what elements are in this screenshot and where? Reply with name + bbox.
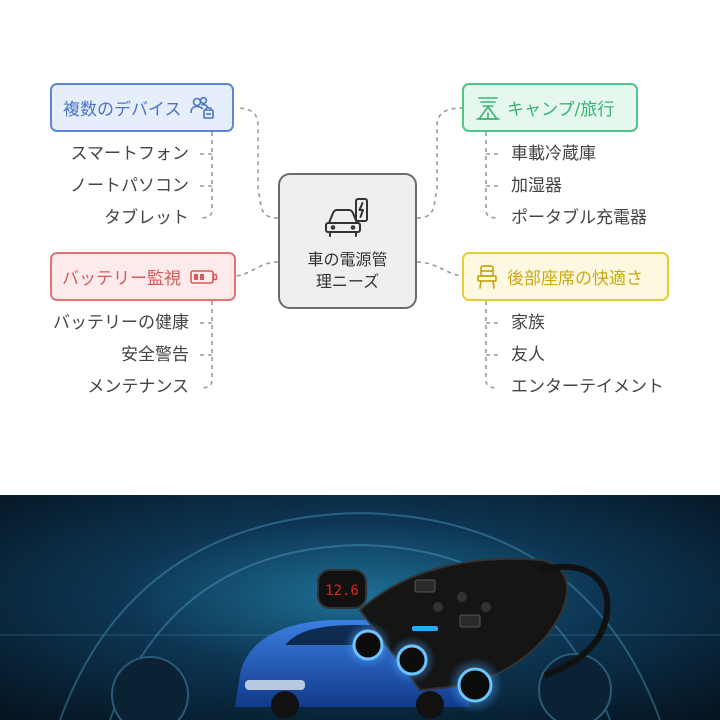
connector-lines bbox=[198, 107, 499, 389]
connector-camping bbox=[416, 107, 463, 219]
branch-devices: 複数のデバイス bbox=[50, 83, 234, 132]
connector-devices bbox=[235, 107, 279, 219]
leaf-rearseat-1: 友人 bbox=[511, 345, 545, 365]
branch-devices-label: 複数のデバイス bbox=[63, 100, 182, 120]
center-title-line2: 理ニーズ bbox=[315, 272, 380, 291]
center-node: 車の電源管 理ニーズ bbox=[278, 173, 417, 309]
product-photo: 12.6 bbox=[0, 495, 720, 720]
branch-rearseat-label: 後部座席の快適さ bbox=[507, 269, 643, 289]
leaf-battery-1: 安全警告 bbox=[121, 345, 189, 365]
battery-icon bbox=[190, 269, 218, 285]
car-socket-splitter-icon bbox=[317, 557, 611, 713]
connector-battery bbox=[235, 261, 279, 277]
leaf-rearseat-0: 家族 bbox=[511, 313, 545, 333]
leaf-camping-0: 車載冷蔵庫 bbox=[511, 144, 596, 164]
seat-icon bbox=[476, 264, 498, 290]
branch-camping-label: キャンプ/旅行 bbox=[507, 100, 615, 120]
leaf-devices-1: ノートパソコン bbox=[70, 176, 189, 196]
leaf-battery-2: メンテナンス bbox=[87, 377, 189, 397]
branch-battery: バッテリー監視 bbox=[50, 252, 236, 301]
leaf-devices-0: スマートフォン bbox=[70, 144, 190, 164]
center-title-line1: 車の電源管 bbox=[307, 250, 388, 269]
branch-battery-label: バッテリー監視 bbox=[62, 269, 181, 289]
campfire-icon bbox=[476, 95, 500, 121]
car-charging-icon bbox=[323, 197, 373, 243]
leaf-battery-0: バッテリーの健康 bbox=[53, 313, 189, 333]
leaf-camping-2: ポータブル充電器 bbox=[511, 208, 647, 228]
voltage-readout: 12.6 bbox=[325, 583, 359, 599]
branch-camping: キャンプ/旅行 bbox=[462, 83, 638, 132]
branch-rearseat: 後部座席の快適さ bbox=[462, 252, 669, 301]
leaf-devices-2: タブレット bbox=[104, 208, 189, 228]
leaf-camping-1: 加湿器 bbox=[511, 176, 562, 196]
devices-icon bbox=[189, 96, 216, 120]
connector-rearseat bbox=[416, 261, 463, 277]
leaf-rearseat-2: エンターテイメント bbox=[511, 377, 664, 397]
